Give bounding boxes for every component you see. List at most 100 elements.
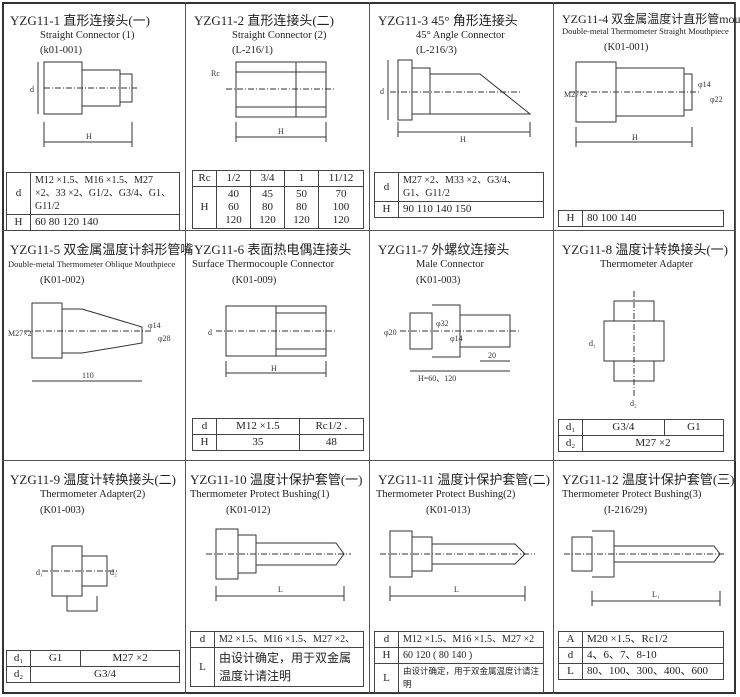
item-code: (k01-001) [40, 45, 82, 56]
item-english-name: 45° Angle Connector [416, 30, 505, 41]
item-yzg11-6: YZG11-6 表面热电偶连接头 Surface Thermocouple Co… [186, 231, 370, 461]
item-english-name: Straight Connector (2) [232, 30, 327, 41]
row-label-l: L [558, 663, 583, 680]
item-yzg11-4: YZG11-4 双金属温度计直形管mouth Double-metal Ther… [554, 2, 740, 231]
value-d1: G1 [29, 650, 82, 667]
row-label-d2: d₂ [558, 435, 583, 452]
row-label-d: d [374, 631, 399, 648]
value-d2: G3/4 [30, 666, 180, 683]
item-yzg11-9: YZG11-9 温度计转换接头(二) Thermometer Adapter(2… [2, 461, 186, 694]
item-english-name: Surface Thermocouple Connector [192, 259, 335, 270]
item-english-name: Straight Connector (1) [40, 30, 135, 41]
rc-value: 11/12 [318, 170, 364, 187]
dim-rc: Rc [211, 69, 220, 78]
item-title: YZG11-5 双金属温度计斜形管嘴 [10, 242, 194, 257]
item-english-name: Thermometer Protect Bushing(3) [562, 489, 702, 500]
value-h: 80 100 140 [582, 210, 724, 227]
item-title: YZG11-4 双金属温度计直形管mouth [562, 12, 740, 26]
row-label-h: H [192, 434, 217, 451]
dim-phi20: φ20 [384, 328, 397, 337]
row-label-d: d [6, 172, 31, 215]
value-d: Rc1/2 . [298, 418, 365, 435]
value-d: M2 ×1.5、M16 ×1.5、M27 ×2、 [214, 631, 364, 648]
item-code: (L-216/3) [416, 45, 457, 56]
surface-thermocouple-drawing: dH [208, 305, 336, 377]
item-title: YZG11-9 温度计转换接头(二) [10, 472, 176, 487]
dim-d: d [30, 85, 34, 94]
dim-phi28: φ28 [158, 334, 171, 343]
dim-d: d [208, 328, 212, 337]
row-label-h: H [374, 647, 399, 664]
value-d: M27 ×2、M33 ×2、G3/4、G1、G11/2 [398, 172, 544, 202]
item-title: YZG11-7 外螺纹连接头 [378, 242, 510, 257]
item-code: (L-216/1) [232, 45, 273, 56]
straight-connector-drawing: dH [30, 61, 137, 147]
dim-phi22: φ22 [710, 95, 723, 104]
dim-phi14: φ14 [148, 321, 161, 330]
item-yzg11-10: YZG11-10 温度计保护套管(一) Thermometer Protect … [186, 461, 370, 694]
item-code: (K01-009) [232, 275, 277, 286]
value-d1: G1 [663, 419, 725, 436]
dim-l1: L₁ [652, 590, 660, 599]
row-label-a: A [558, 631, 583, 648]
dim-h: H [632, 133, 638, 142]
item-code: (K01-002) [40, 275, 85, 286]
item-code: (K01-013) [426, 505, 471, 516]
value-d1: G3/4 [582, 419, 665, 436]
item-title: YZG11-2 直形连接头(二) [194, 13, 334, 28]
dim-phi14: φ14 [698, 80, 711, 89]
dim-l: L [454, 585, 459, 594]
item-yzg11-12: YZG11-12 温度计保护套管(三) Thermometer Protect … [554, 461, 736, 694]
dim-d2: d₂ [110, 568, 117, 577]
value-h: 90 110 140 150 [398, 201, 544, 218]
item-english-name: Double-metal Thermometer Straight Mouthp… [562, 26, 729, 36]
item-title: YZG11-11 温度计保护套管(二) [378, 472, 550, 487]
row-label-h: H [6, 214, 31, 231]
rc-value: 3/4 [250, 170, 286, 187]
value-d: M12 ×1.5、M16 ×1.5、M27 ×2 [398, 631, 544, 648]
value-d: M12 ×1.5 [216, 418, 300, 435]
value-l: 80、100、300、400、600 [582, 663, 724, 680]
row-label-rc: Rc [192, 170, 217, 187]
item-english-name: Double-metal Thermometer Oblique Mouthpi… [8, 259, 176, 269]
item-yzg11-1: YZG11-1 直形连接头(一) Straight Connector (1) … [2, 2, 186, 231]
item-english-name: Male Connector [416, 259, 484, 270]
item-code: (K01-003) [416, 275, 461, 286]
item-code: (K01-001) [604, 42, 649, 53]
value-l: 由设计确定，用于双金属温度计请注明 [398, 663, 544, 693]
row-label-d: d [374, 172, 399, 202]
row-label-d1: d₁ [558, 419, 583, 436]
angle-connector-drawing: dH [380, 59, 532, 144]
rc-value: 1 [284, 170, 320, 187]
value-l: 由设计确定，用于双金属温度计请注明 [214, 647, 364, 687]
item-title: YZG11-12 温度计保护套管(三) [562, 472, 735, 487]
item-yzg11-2: YZG11-2 直形连接头(二) Straight Connector (2) … [186, 2, 370, 231]
value-h: 60 120 ( 80 140 ) [398, 647, 544, 664]
value-d: M12 ×1.5、M16 ×1.5、M27 ×2、33 ×2、G1/2、G3/4… [30, 172, 180, 215]
item-title: YZG11-1 直形连接头(一) [10, 13, 150, 28]
value-h: 48 [298, 434, 365, 451]
item-yzg11-8: YZG11-8 温度计转换接头(一) Thermometer Adapter d… [554, 231, 736, 461]
value-a: M20 ×1.5、Rc1/2 [582, 631, 724, 648]
item-title: YZG11-3 45° 角形连接头 [378, 13, 518, 28]
item-yzg11-5: YZG11-5 双金属温度计斜形管嘴 Double-metal Thermome… [2, 231, 193, 461]
item-yzg11-11: YZG11-11 温度计保护套管(二) Thermometer Protect … [370, 461, 554, 694]
row-label-h: H [374, 201, 399, 218]
dim-h: H [271, 364, 277, 373]
item-english-name: Thermometer Protect Bushing(2) [376, 489, 516, 500]
value-d1: M27 ×2 [80, 650, 180, 667]
dim-h: H=60、120 [418, 374, 456, 383]
value-h: 60 80 120 140 [30, 214, 180, 231]
